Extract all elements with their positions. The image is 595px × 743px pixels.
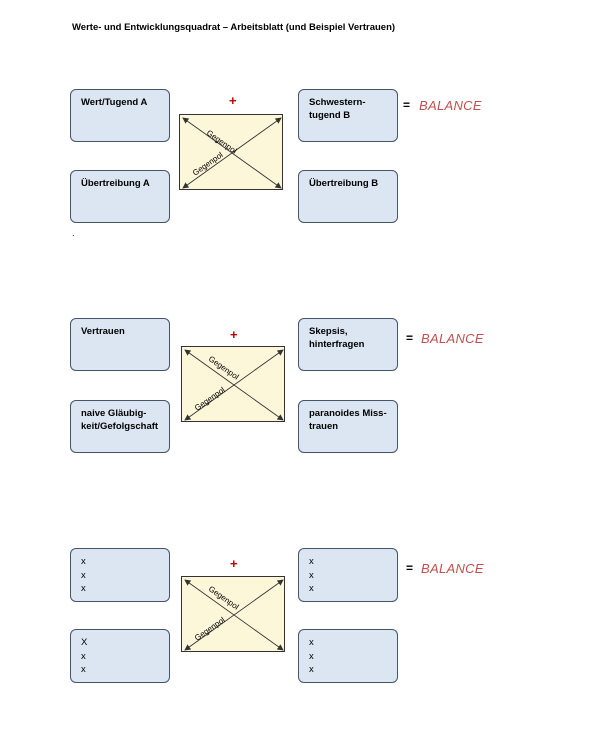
diagonal-arrows-icon: Gegenpol Gegenpol xyxy=(182,117,282,189)
box-text: Übertreibung B xyxy=(309,178,379,189)
worksheet-title: Werte- und Entwicklungsquadrat – Arbeits… xyxy=(72,22,396,33)
plus-sign: + xyxy=(230,556,238,571)
box-text: tugend B xyxy=(309,110,351,121)
exaggeration-box-a: X x x xyxy=(70,629,170,683)
box-text: Skepsis, xyxy=(309,326,348,337)
exaggeration-box-a: naive Gläubig- keit/Gefolgschaft xyxy=(70,400,170,453)
box-text: x xyxy=(309,650,314,662)
gegenpol-label: Gegenpol xyxy=(193,385,227,412)
gegenpol-square: Gegenpol Gegenpol xyxy=(181,576,285,652)
plus-sign: + xyxy=(229,93,237,108)
equals-sign: = xyxy=(406,561,414,575)
value-box-a: x x x xyxy=(70,548,170,602)
box-text: keit/Gefolgschaft xyxy=(81,421,159,432)
gegenpol-label: Gegenpol xyxy=(191,150,225,177)
box-text: trauen xyxy=(309,421,339,432)
box-text: hinterfragen xyxy=(309,339,365,350)
box-text: x xyxy=(309,664,314,675)
exaggeration-box-a: Übertreibung A xyxy=(70,170,170,223)
gegenpol-label: Gegenpol xyxy=(193,615,227,642)
gegenpol-square: Gegenpol Gegenpol xyxy=(181,346,285,422)
balance-label: BALANCE xyxy=(419,98,482,113)
box-text: x xyxy=(81,583,86,594)
value-box-b: x x x xyxy=(298,548,398,602)
exaggeration-box-b: paranoides Miss- trauen xyxy=(298,400,398,453)
value-box-a: Wert/Tugend A xyxy=(70,89,170,142)
box-text: naive Gläubig- xyxy=(81,408,147,419)
box-text: x xyxy=(309,583,314,594)
diagonal-arrows-icon: Gegenpol Gegenpol xyxy=(184,579,284,651)
exaggeration-box-b: Übertreibung B xyxy=(298,170,398,223)
box-text: paranoides Miss- xyxy=(309,408,387,419)
box-text: x xyxy=(81,664,86,675)
box-text: Wert/Tugend A xyxy=(81,97,148,108)
box-text: Übertreibung A xyxy=(81,178,150,189)
plus-sign: + xyxy=(230,327,238,342)
box-text: X xyxy=(81,637,88,648)
gegenpol-label: Gegenpol xyxy=(205,128,239,155)
value-box-b: Schwestern- tugend B xyxy=(298,89,398,142)
balance-label: BALANCE xyxy=(421,561,484,576)
box-text: Schwestern- xyxy=(309,97,366,108)
box-text: x xyxy=(81,650,86,662)
value-box-b: Skepsis, hinterfragen xyxy=(298,318,398,371)
box-text: x xyxy=(81,569,86,581)
diagonal-arrows-icon: Gegenpol Gegenpol xyxy=(184,349,284,421)
box-text: x xyxy=(309,637,314,648)
box-text: x xyxy=(81,556,86,567)
stray-mark: . xyxy=(72,228,75,238)
gegenpol-square: Gegenpol Gegenpol xyxy=(179,114,283,190)
box-text: x xyxy=(309,556,314,567)
box-text: x xyxy=(309,569,314,581)
exaggeration-box-b: x x x xyxy=(298,629,398,683)
box-text: Vertrauen xyxy=(81,326,125,337)
balance-label: BALANCE xyxy=(421,331,484,346)
equals-sign: = xyxy=(403,98,411,112)
equals-sign: = xyxy=(406,331,414,345)
value-box-a: Vertrauen xyxy=(70,318,170,371)
